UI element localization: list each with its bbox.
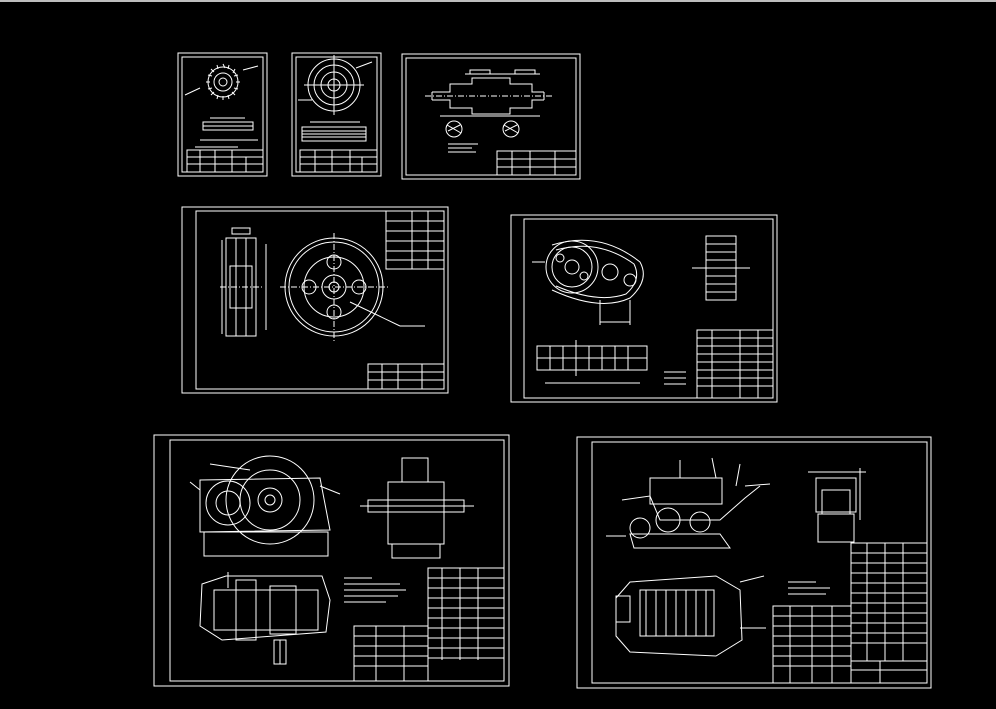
reducer-top-view (199, 572, 331, 665)
chain-shaft-section (536, 340, 648, 384)
machine-top-view (615, 575, 766, 657)
sprocket-view (184, 63, 259, 100)
sheet-frame-inner (523, 218, 774, 399)
title-block (186, 149, 264, 173)
title-block (367, 363, 445, 390)
shaft-view (425, 69, 552, 117)
sheet-frame-outer (291, 52, 382, 177)
sheet-sprocket-small[interactable] (177, 52, 268, 177)
window-top-border (0, 0, 996, 2)
shaft-sections (445, 120, 520, 153)
gear-view (298, 55, 373, 115)
sprocket-section (195, 117, 258, 148)
title-block (496, 150, 577, 176)
sheet-frame-inner (169, 439, 505, 682)
gear-param-table (385, 210, 445, 270)
sheet-gear-disc[interactable] (291, 52, 382, 177)
sheet-frame-outer (576, 436, 932, 689)
sheet-large-gear[interactable] (181, 206, 449, 394)
tech-notes (788, 581, 830, 595)
sheet-frame-outer (153, 434, 510, 687)
chain-side-view (692, 235, 750, 301)
parts-list (772, 542, 928, 684)
sheet-frame-inner (181, 56, 264, 173)
parts-list (353, 567, 505, 682)
sheet-frame-inner (295, 56, 378, 173)
sheet-shaft[interactable] (401, 53, 581, 180)
chain-sprocket-view (532, 239, 644, 325)
tech-notes (344, 577, 406, 603)
reducer-front-view (189, 455, 341, 557)
sheet-frame-outer (401, 53, 581, 180)
sheet-machine[interactable] (576, 436, 932, 689)
gear-front-view (280, 233, 425, 341)
sheet-reducer[interactable] (153, 434, 510, 687)
sheet-frame-inner (195, 210, 445, 390)
gear-section (301, 121, 367, 142)
parts-list (664, 329, 774, 399)
sheet-frame-outer (510, 214, 778, 403)
gear-section-view (220, 227, 267, 337)
title-block (299, 149, 378, 173)
machine-front-view (606, 457, 771, 549)
reducer-side-view (360, 457, 474, 559)
machine-side-view (808, 468, 866, 543)
sheet-frame-inner (405, 57, 577, 176)
sheet-chain-drive[interactable] (510, 214, 778, 403)
sheet-frame-outer (177, 52, 268, 177)
sheet-frame-outer (181, 206, 449, 394)
